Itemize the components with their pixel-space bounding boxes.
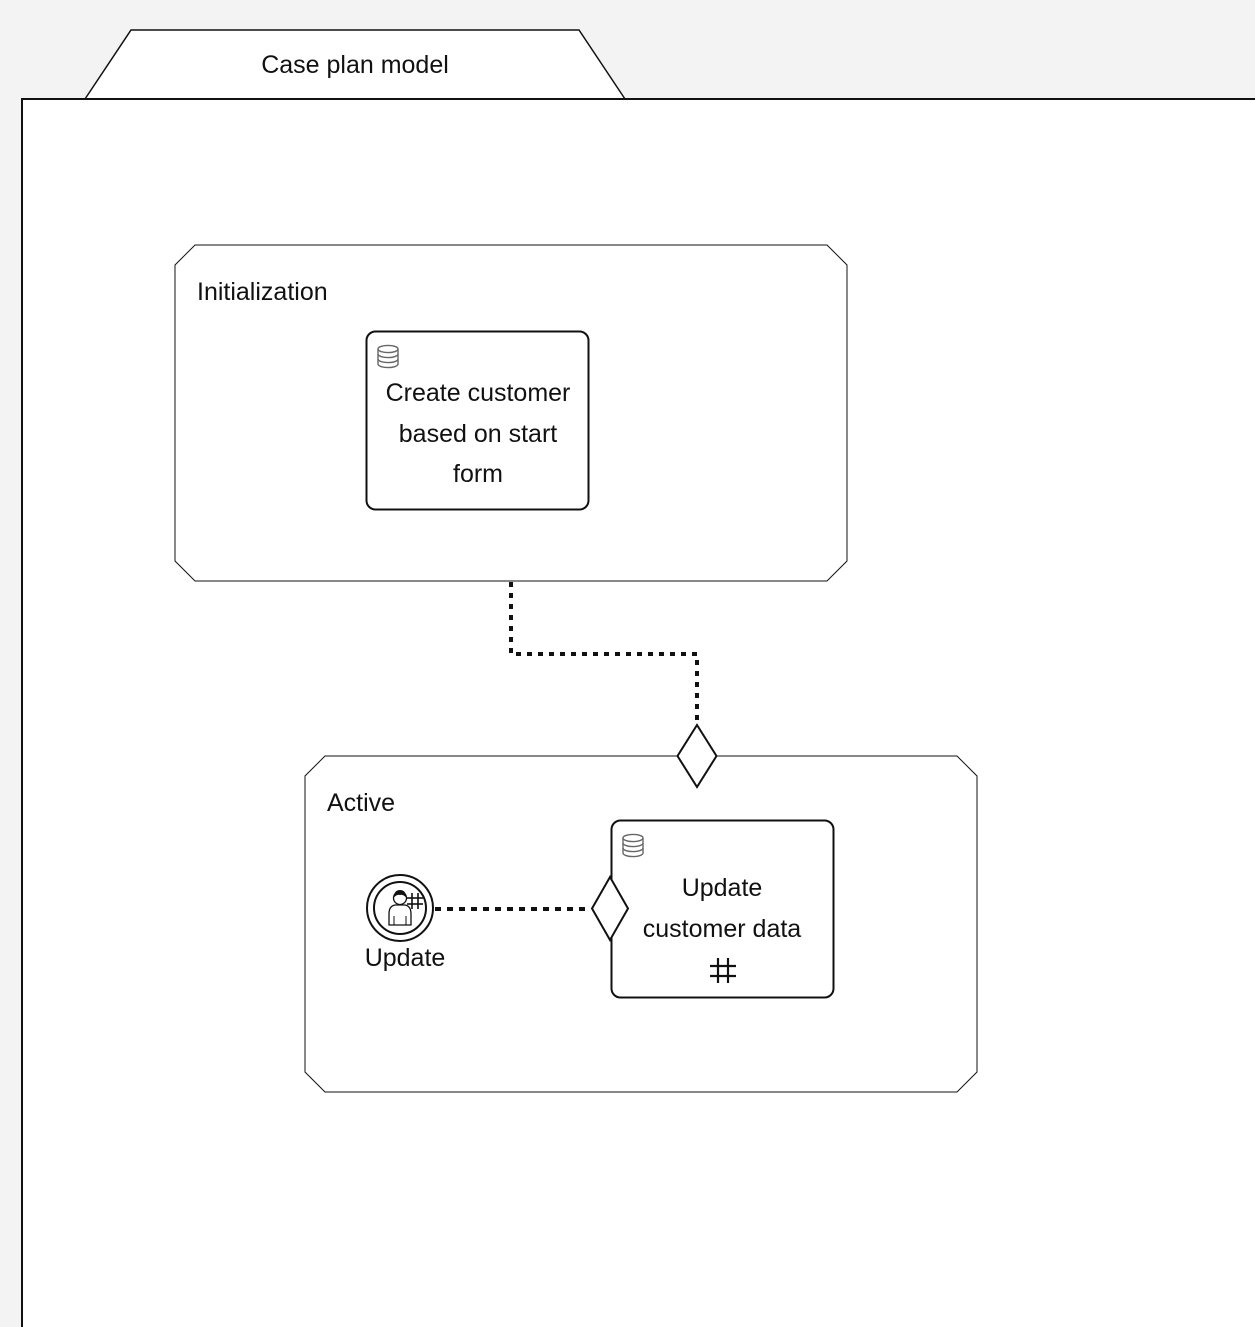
- task-label-line: Create customer: [386, 379, 571, 407]
- stage-initialization[interactable]: Initialization Create customer based on …: [174, 244, 848, 582]
- case-plan-model-tab[interactable]: Case plan model: [84, 29, 626, 100]
- entry-criterion-diamond[interactable]: [590, 874, 630, 943]
- database-icon: [377, 344, 399, 369]
- task-label-line: Update: [682, 874, 763, 902]
- dotted-connector-stage[interactable]: [509, 582, 699, 724]
- entry-criterion-diamond[interactable]: [676, 723, 718, 789]
- database-icon: [622, 833, 644, 858]
- task-label-line: form: [453, 460, 503, 488]
- user-icon: [388, 890, 412, 926]
- stage-initialization-label: Initialization: [197, 278, 328, 306]
- stage-active[interactable]: Active Update customer data: [304, 755, 978, 1093]
- case-plan-model-label: Case plan model: [261, 51, 449, 79]
- event-listener-label: Update: [365, 944, 446, 972]
- task-label-line: customer data: [643, 915, 802, 943]
- task-create-customer[interactable]: Create customer based on start form: [365, 330, 590, 511]
- repetition-marker-icon: [710, 958, 736, 983]
- hash-marker-icon: [407, 893, 423, 909]
- user-event-listener[interactable]: [366, 874, 434, 942]
- task-label-line: based on start: [399, 420, 557, 448]
- task-update-customer-data[interactable]: Update customer data: [610, 819, 835, 999]
- stage-active-label: Active: [327, 789, 395, 817]
